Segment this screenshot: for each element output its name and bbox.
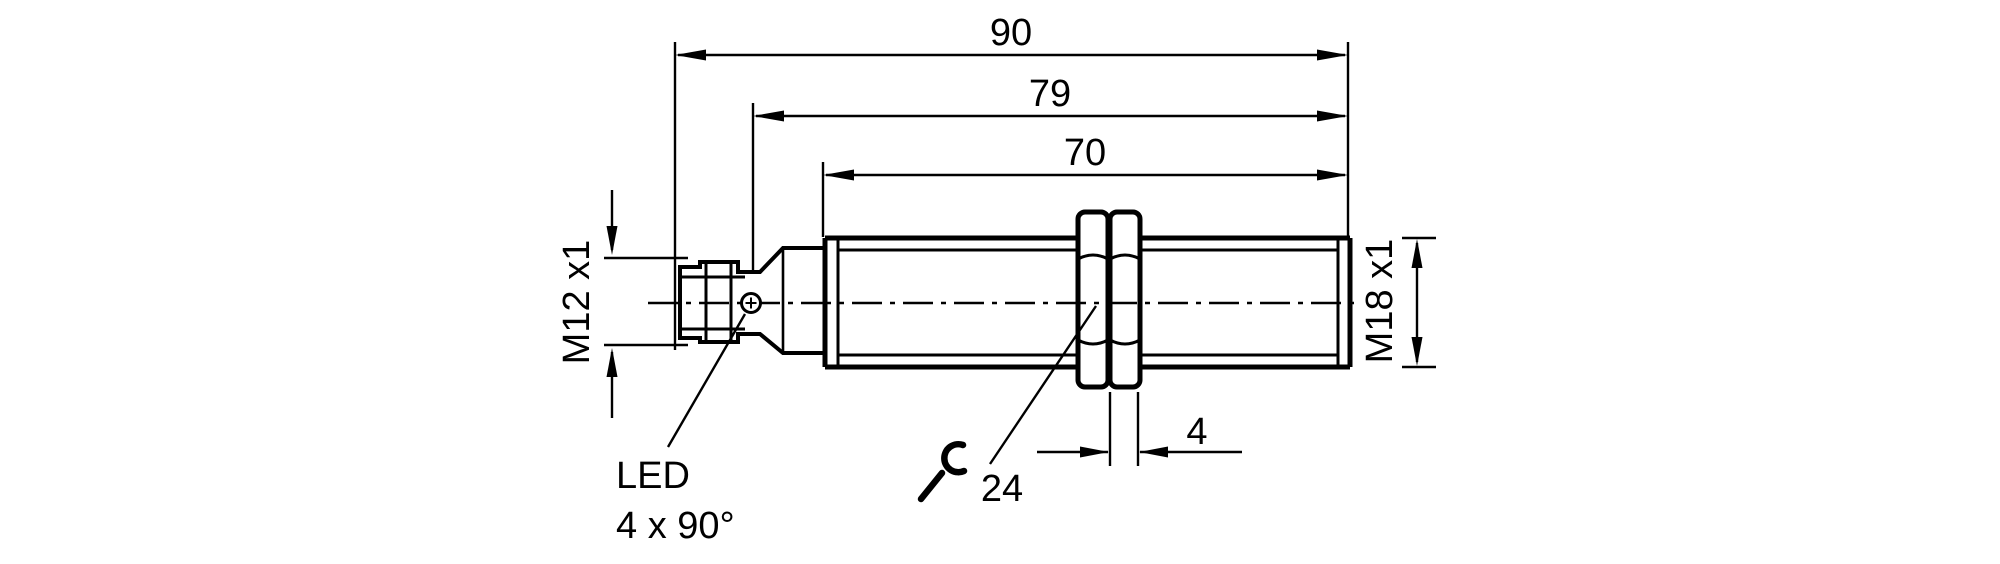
led-indicator-circle (740, 292, 762, 314)
led-label-line1: LED (616, 455, 690, 497)
led-label-line2: 4 x 90° (616, 505, 735, 547)
dim-70-label: 70 (1064, 132, 1106, 174)
connector-m12 (678, 246, 825, 355)
dim-79-label: 79 (1029, 73, 1071, 115)
dimension-70: 70 (823, 132, 1348, 181)
wrench-size-label: 24 (981, 468, 1023, 510)
sensor-body (648, 209, 1362, 390)
dimension-90: 90 (675, 12, 1348, 61)
nut-width-label: 4 (1186, 411, 1207, 453)
extension-lines (673, 42, 1350, 350)
dimension-79: 79 (753, 73, 1348, 122)
m18-thread-label: M18 x1 (1359, 239, 1401, 364)
wrench-icon (917, 441, 968, 503)
led-callout: LED 4 x 90° (616, 313, 747, 547)
dimension-m12: M12 x1 (556, 190, 688, 418)
m12-thread-label: M12 x1 (556, 240, 598, 365)
dim-90-label: 90 (990, 12, 1032, 54)
wrench-callout: 24 (917, 305, 1097, 510)
dimension-m18: M18 x1 (1359, 236, 1436, 369)
dimension-4: 4 (1037, 392, 1242, 466)
lock-nuts (1075, 209, 1143, 390)
